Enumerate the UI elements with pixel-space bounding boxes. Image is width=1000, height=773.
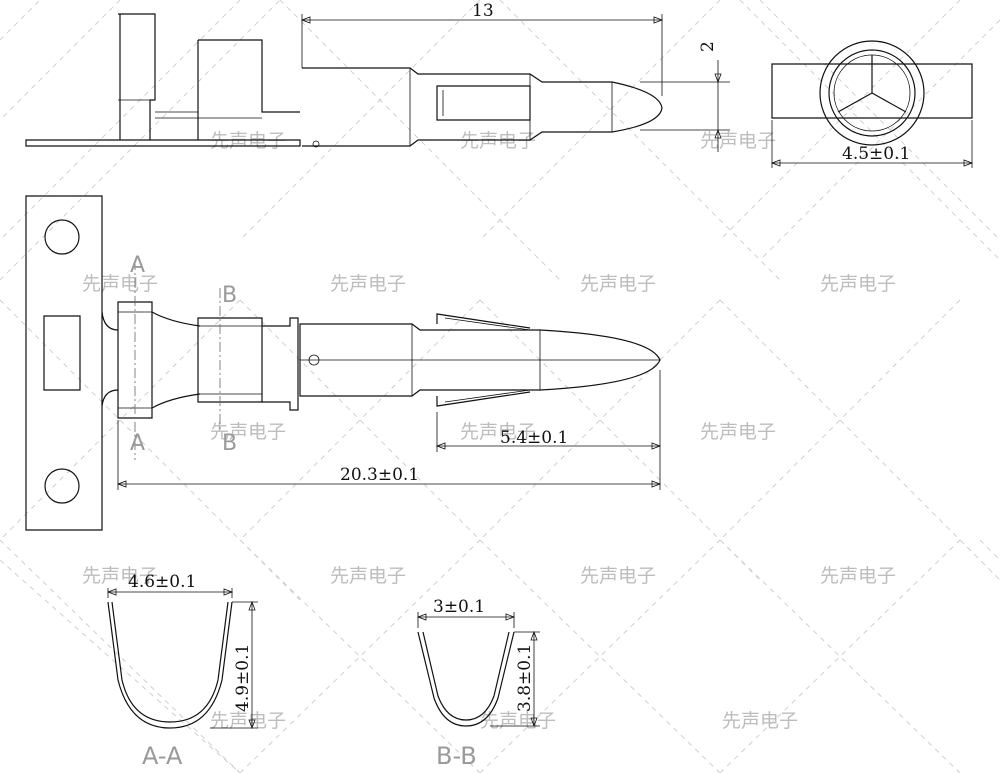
watermark-text: 先声电子 <box>82 273 158 295</box>
watermark-text: 先声电子 <box>82 565 158 587</box>
end-view: 4.5±0.1 <box>770 40 974 168</box>
dimension-section-b-height: 3.8±0.1 <box>515 644 535 712</box>
watermarks: 先声电子 先声电子 先声电子 先声电子 先声电子 先声电子 先声电子 先声电子 … <box>82 130 896 732</box>
dimension-total-length: 20.3±0.1 <box>340 465 419 485</box>
watermark-text: 先声电子 <box>820 273 896 295</box>
side-view: 13 2 <box>25 1 730 152</box>
section-mark-b-top: B <box>222 283 237 308</box>
watermark-text: 先声电子 <box>210 710 286 732</box>
dimension-end-width: 4.5±0.1 <box>842 144 910 164</box>
watermark-text: 先声电子 <box>700 421 776 443</box>
dimension-top-length: 13 <box>472 1 494 21</box>
watermark-text: 先声电子 <box>330 273 406 295</box>
watermark-text: 先声电子 <box>700 130 776 152</box>
section-a-a: 4.6±0.1 4.9±0.1 A-A <box>106 572 258 770</box>
watermark-text: 先声电子 <box>330 565 406 587</box>
watermark-text: 先声电子 <box>480 710 556 732</box>
section-mark-b-bottom: B <box>222 431 237 456</box>
section-label-a-a: A-A <box>142 742 183 770</box>
watermark-text: 先声电子 <box>820 565 896 587</box>
section-mark-a-bottom: A <box>130 431 145 456</box>
watermark-text: 先声电子 <box>580 565 656 587</box>
dimension-contact-length: 5.4±0.1 <box>500 428 568 448</box>
dimension-section-a-width: 4.6±0.1 <box>128 572 196 592</box>
section-label-b-b: B-B <box>436 742 477 770</box>
watermark-text: 先声电子 <box>460 421 536 443</box>
watermark-text: 先声电子 <box>580 273 656 295</box>
dimension-top-height: 2 <box>698 41 718 52</box>
watermark-text: 先声电子 <box>722 710 798 732</box>
watermark-text: 先声电子 <box>460 130 536 152</box>
dimension-section-b-width: 3±0.1 <box>433 597 485 617</box>
section-mark-a-top: A <box>130 253 145 278</box>
watermark-text: 先声电子 <box>210 421 286 443</box>
watermark-text: 先声电子 <box>210 130 286 152</box>
section-b-b: 3±0.1 3.8±0.1 B-B <box>416 597 540 770</box>
plan-view: 5.4±0.1 20.3±0.1 A A B B <box>25 195 662 531</box>
dimension-section-a-height: 4.9±0.1 <box>233 644 253 712</box>
